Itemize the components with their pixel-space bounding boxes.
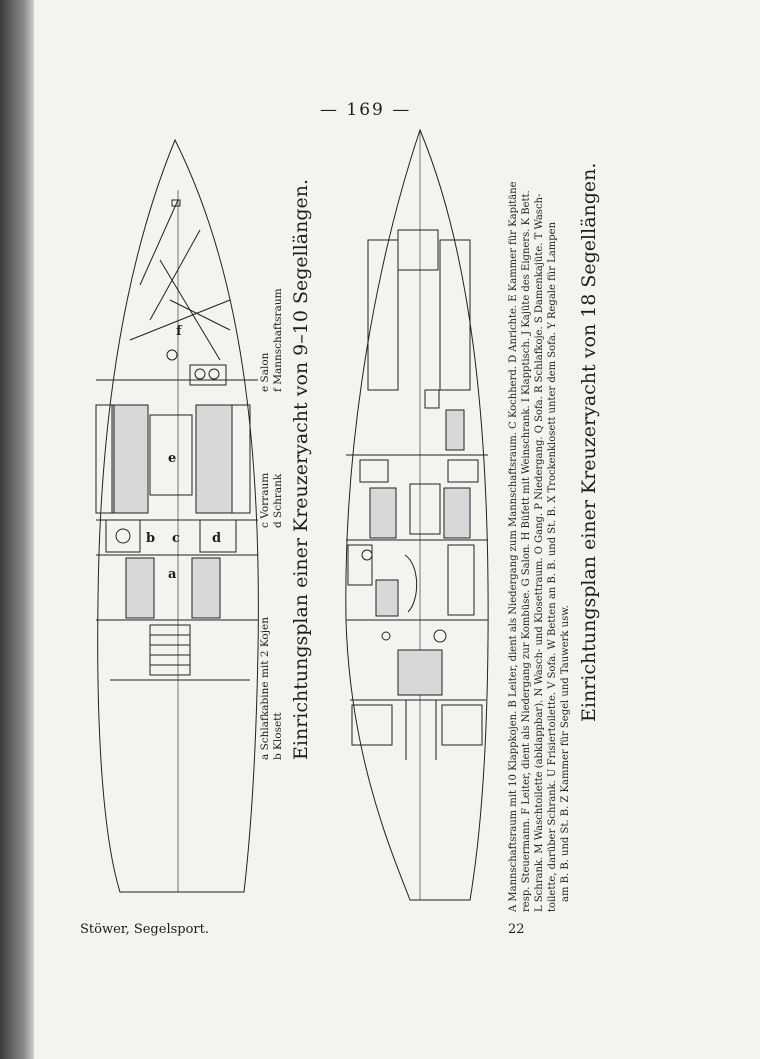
page-number: — 169 — — [320, 100, 412, 120]
small-yacht-plan — [95, 138, 259, 893]
large-plan-title: Einrichtungsplan einer Kreuzeryacht von … — [578, 162, 600, 722]
caption-line-5: am B. B. und St. B. Z Kammer für Segel u… — [560, 605, 571, 902]
book-gutter — [0, 0, 34, 1059]
caption-line-2: resp. Steuermann. F Leiter, dient als Ni… — [521, 190, 532, 912]
label-e: e — [168, 451, 176, 466]
label-a: a — [168, 567, 177, 582]
footer-sheet-number: 22 — [508, 922, 525, 937]
label-c: c — [172, 531, 180, 546]
large-yacht-plan — [345, 128, 489, 901]
label-b: b — [146, 531, 155, 546]
label-d: d — [212, 531, 221, 546]
caption-line-3: L Schrank. M Waschtoilette (abklappbar).… — [534, 193, 545, 912]
legend-item-b: b Klosett — [272, 712, 284, 760]
legend-item-e: e Salon — [259, 352, 271, 392]
book-page — [34, 0, 760, 1059]
label-f: f — [176, 324, 183, 339]
caption-line-1: A Mannschaftsraum mit 10 Klappkojen. B L… — [508, 181, 519, 912]
legend-item-c: c Vorraum — [259, 472, 271, 528]
caption-line-4: toilette, darüber Schrank. U Frisiertoil… — [547, 221, 558, 912]
small-plan-title: Einrichtungsplan einer Kreuzeryacht von … — [290, 178, 312, 760]
legend-item-a: a Schlafkabine mit 2 Kojen — [259, 617, 271, 760]
legend-item-f: f Mannschaftsraum — [272, 288, 284, 392]
footer-author: Stöwer, Segelsport. — [80, 922, 209, 937]
legend-item-d: d Schrank — [272, 473, 284, 528]
